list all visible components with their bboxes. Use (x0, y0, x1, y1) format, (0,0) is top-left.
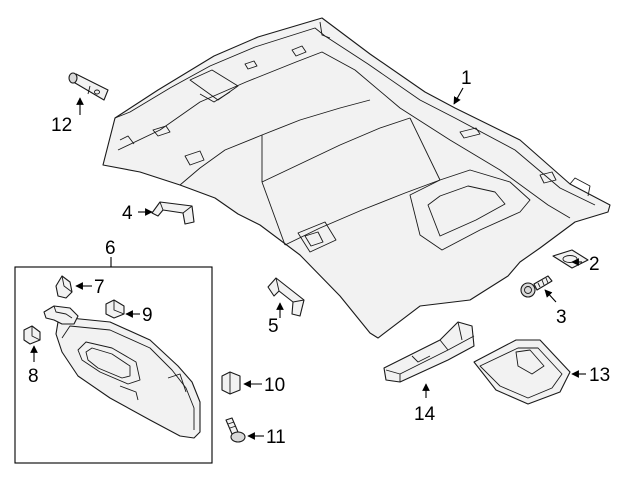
grab-handle-5 (267, 277, 305, 317)
callout-5: 5 (268, 316, 279, 337)
clip-9 (105, 299, 125, 319)
pad-part (552, 249, 589, 269)
sun-visor (55, 317, 201, 439)
console-bracket-14 (383, 321, 475, 383)
leader-1 (453, 87, 464, 105)
console-housing-13 (473, 339, 571, 405)
sun-visor-group-box (14, 266, 213, 464)
clip-7 (55, 275, 73, 299)
grab-handle-4 (151, 201, 195, 225)
visor-pivot-arm (43, 305, 79, 325)
callout-6: 6 (105, 238, 116, 259)
screw-part (520, 275, 553, 298)
callout-2: 2 (589, 254, 600, 275)
clip-10 (221, 371, 241, 395)
callout-10: 10 (264, 375, 285, 396)
clip-12 (68, 72, 109, 101)
leader-3 (544, 289, 557, 303)
callout-7: 7 (94, 277, 105, 298)
callout-1: 1 (461, 68, 472, 89)
callout-4: 4 (122, 203, 133, 224)
callout-12: 12 (51, 115, 72, 136)
callout-9: 9 (142, 305, 153, 326)
callout-8: 8 (28, 366, 39, 387)
callout-13: 13 (589, 365, 610, 386)
clip-8 (23, 325, 41, 345)
callout-11: 11 (266, 427, 286, 448)
screw-11 (225, 417, 246, 443)
callout-3: 3 (556, 307, 567, 328)
callout-14: 14 (414, 404, 436, 425)
headliner-panel (102, 17, 611, 339)
